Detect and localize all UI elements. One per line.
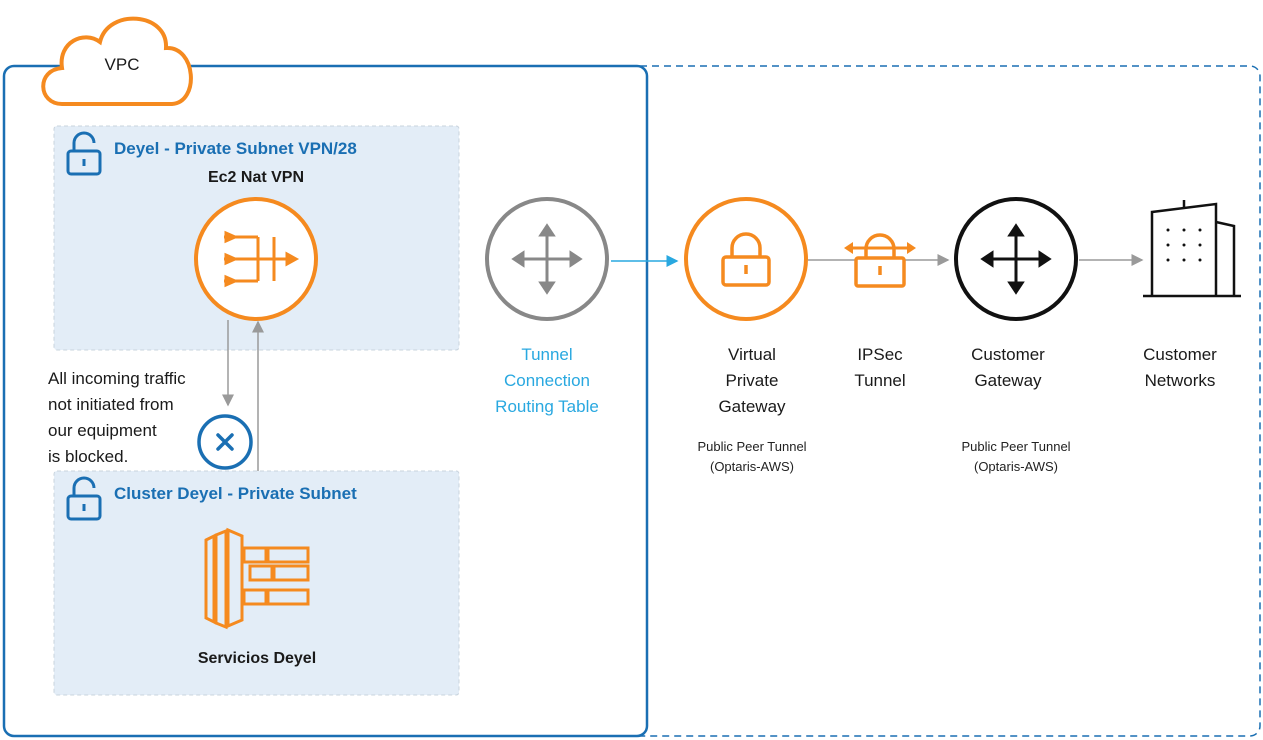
building-icon: [1143, 200, 1241, 298]
vpn-gateway-lock-icon: [684, 197, 808, 321]
ipsec-label-line: Tunnel: [854, 371, 906, 390]
ecs-cluster-icon: [204, 527, 310, 630]
unlock-icon-vpn: [66, 131, 102, 176]
vpc-cloud-icon: [41, 16, 193, 106]
router-icon: [485, 197, 609, 321]
cgw-peer-line: (Optaris-AWS): [973, 459, 1059, 474]
vpg-label-line: Gateway: [718, 397, 786, 416]
blocked-icon: [197, 414, 253, 470]
subnet-cluster-title: Cluster Deyel - Private Subnet: [114, 484, 357, 503]
networks-label-line: Customer: [1143, 345, 1217, 364]
blocked-note-line: All incoming traffic: [48, 369, 186, 388]
cgw-label: Customer Gateway: [948, 342, 1068, 394]
cgw-label-line: Customer: [971, 345, 1045, 364]
routing-table-label: Tunnel Connection Routing Table: [477, 342, 617, 420]
cgw-peer-line: Public Peer Tunnel: [961, 439, 1071, 454]
routing-label-line: Tunnel: [521, 345, 573, 364]
customer-gateway-icon: [954, 197, 1078, 321]
routing-label-line: Routing Table: [495, 397, 599, 416]
blocked-traffic-note: All incoming traffic not initiated from …: [48, 366, 186, 470]
ipsec-label: IPSec Tunnel: [830, 342, 930, 394]
vpg-label: Virtual Private Gateway: [682, 342, 822, 420]
ipsec-label-line: IPSec: [857, 345, 903, 364]
blocked-note-line: our equipment: [48, 421, 157, 440]
routing-label-line: Connection: [503, 371, 590, 390]
networks-label: Customer Networks: [1120, 342, 1240, 394]
vpg-label-line: Private: [725, 371, 779, 390]
vpg-peer-line: (Optaris-AWS): [709, 459, 795, 474]
ec2-nat-vpn-label: Ec2 Nat VPN: [207, 169, 305, 186]
networks-label-line: Networks: [1144, 371, 1216, 390]
vpc-label: VPC: [104, 55, 140, 74]
cgw-label-line: Gateway: [974, 371, 1042, 390]
vpg-peer-label: Public Peer Tunnel (Optaris-AWS): [672, 437, 832, 477]
blocked-note-line: not initiated from: [48, 395, 174, 414]
vpg-label-line: Virtual: [728, 345, 776, 364]
ipsec-tunnel-icon: [844, 233, 916, 288]
blocked-note-line: is blocked.: [48, 447, 129, 466]
servicios-deyel-label: Servicios Deyel: [197, 650, 317, 667]
vpg-peer-line: Public Peer Tunnel: [697, 439, 807, 454]
customer-side-container: [629, 65, 1261, 737]
nat-gateway-icon: [194, 197, 318, 321]
subnet-cluster-box: [53, 470, 460, 696]
unlock-icon-cluster: [66, 476, 102, 521]
subnet-vpn-title: Deyel - Private Subnet VPN/28: [114, 139, 357, 158]
cgw-peer-label: Public Peer Tunnel (Optaris-AWS): [936, 437, 1096, 477]
